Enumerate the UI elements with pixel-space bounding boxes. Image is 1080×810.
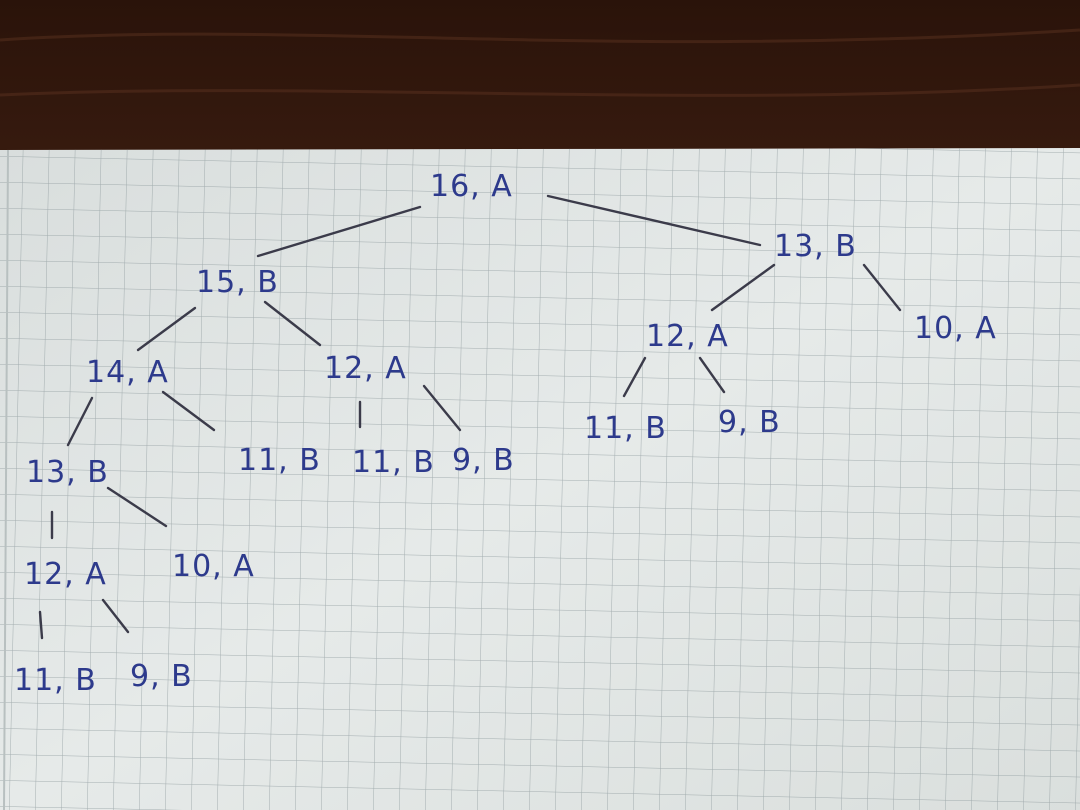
page-edge: [3, 149, 9, 810]
node-root: 16, A: [430, 169, 513, 204]
tree-edges: [38, 194, 902, 640]
grid-lines: [0, 148, 1080, 810]
tree-nodes: 16, A 15, B 13, B 14, A 12, A 13, B 11, …: [14, 169, 997, 698]
node-11B-c: 11, B: [14, 663, 97, 698]
node-10A-right: 10, A: [914, 311, 997, 346]
node-12A-mid: 12, A: [324, 351, 407, 386]
node-13B-left: 13, B: [26, 455, 109, 490]
node-12A-left: 12, A: [24, 557, 107, 592]
node-9B-a: 9, B: [452, 443, 515, 478]
node-13B-right: 13, B: [774, 229, 857, 264]
node-11B-b: 11, B: [352, 445, 435, 480]
node-12A-right: 12, A: [646, 319, 729, 354]
node-15B: 15, B: [196, 265, 279, 300]
node-9B-b: 9, B: [130, 659, 193, 694]
node-10A-left: 10, A: [172, 549, 255, 584]
node-11B-a: 11, B: [238, 443, 321, 478]
node-11B-right: 11, B: [584, 411, 667, 446]
wood-grain: [0, 28, 1080, 97]
node-14A: 14, A: [86, 355, 169, 390]
node-9B-right: 9, B: [718, 405, 781, 440]
